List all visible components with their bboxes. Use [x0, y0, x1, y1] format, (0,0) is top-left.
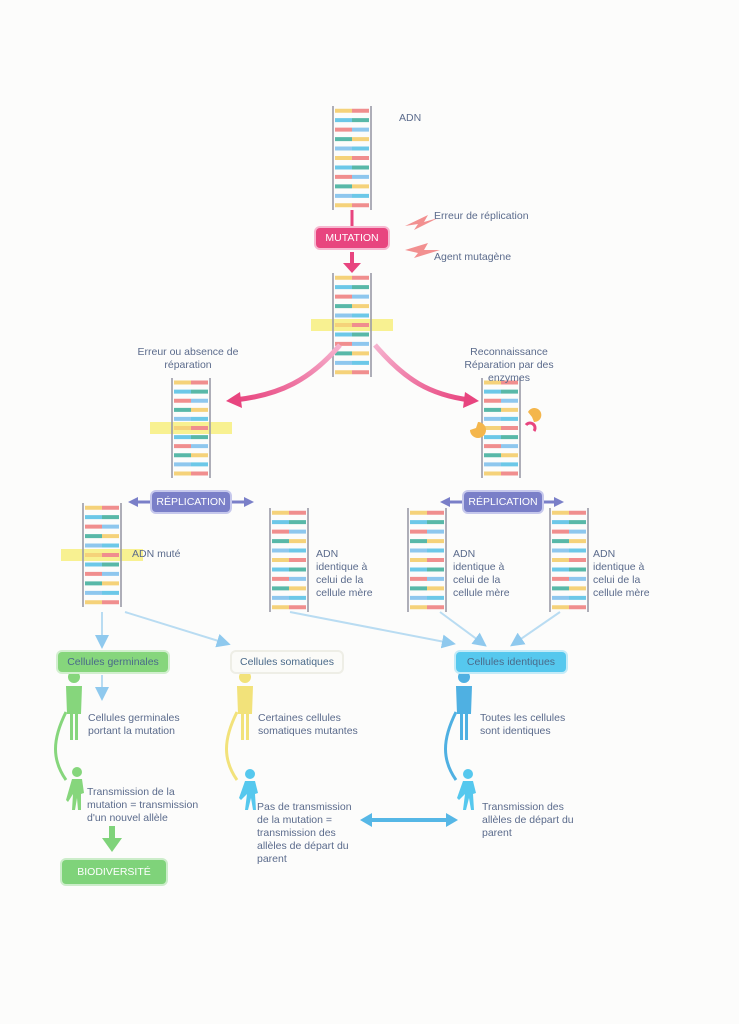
arrow-to-left — [234, 343, 342, 403]
lightning-icon — [405, 215, 438, 230]
double-arrow-icon — [360, 813, 458, 827]
new-allele-transmission-label: Transmission de la mutation = transmissi… — [87, 786, 199, 824]
person-icon — [66, 671, 82, 740]
arrow-head-left — [226, 392, 242, 408]
somatic-mutant-label: Certaines cellules somatiques mutantes — [258, 712, 358, 737]
all-identical-label: Toutes les cellules sont identiques — [480, 712, 566, 737]
child-icon — [457, 769, 476, 810]
dna-copy-3 — [549, 508, 589, 612]
enzyme-icon — [470, 408, 542, 438]
dna-copy-1 — [269, 508, 309, 612]
child-icon — [239, 769, 258, 810]
person-icon — [456, 671, 472, 740]
original-alleles-label: Transmission des allèles de départ du pa… — [482, 801, 574, 839]
dna-repaired — [481, 378, 521, 478]
dna-top — [332, 106, 372, 210]
mutated-dna-label: ADN muté — [132, 548, 181, 560]
germinal-cells-box: Cellules germinales — [58, 652, 168, 672]
identical-dna-label-2: ADN identique à celui de la cellule mère — [453, 548, 510, 599]
dna-mutant-copy — [61, 503, 143, 607]
identical-cells-box: Cellules identiques — [456, 652, 566, 672]
identical-dna-label-1: ADN identique à celui de la cellule mère — [316, 548, 373, 599]
enzyme-repair-label: Reconnaissance Réparation par des enzyme… — [464, 346, 554, 384]
replication-box-right: RÉPLICATION — [464, 492, 542, 512]
identical-dna-label-3: ADN identique à celui de la cellule mère — [593, 548, 650, 599]
mutagen-agent-label: Agent mutagène — [434, 251, 512, 263]
arrow-head-mutation — [343, 263, 361, 273]
mutation-box: MUTATION — [316, 228, 388, 248]
arrow-head-right — [463, 392, 479, 408]
germinal-mutation-label: Cellules germinales portant la mutation — [88, 712, 180, 737]
dna-unrepaired — [150, 378, 232, 478]
replication-box-left: RÉPLICATION — [152, 492, 230, 512]
dna-label-top: ADN — [399, 112, 422, 124]
no-repair-label: Erreur ou absence de réparation — [137, 346, 239, 371]
replication-error-label: Erreur de réplication — [434, 210, 529, 222]
person-icon — [237, 671, 253, 740]
dna-layer — [61, 106, 589, 612]
biodiversity-box: BIODIVERSITÉ — [62, 860, 166, 884]
dna-mutated — [311, 273, 393, 377]
somatic-cells-box: Cellules somatiques — [232, 652, 342, 672]
no-transmission-label: Pas de transmission de la mutation = tra… — [257, 801, 352, 865]
child-icon — [66, 767, 84, 810]
arrow-to-right — [373, 343, 471, 403]
dna-copy-2 — [407, 508, 447, 612]
lightning-icon — [405, 243, 440, 258]
